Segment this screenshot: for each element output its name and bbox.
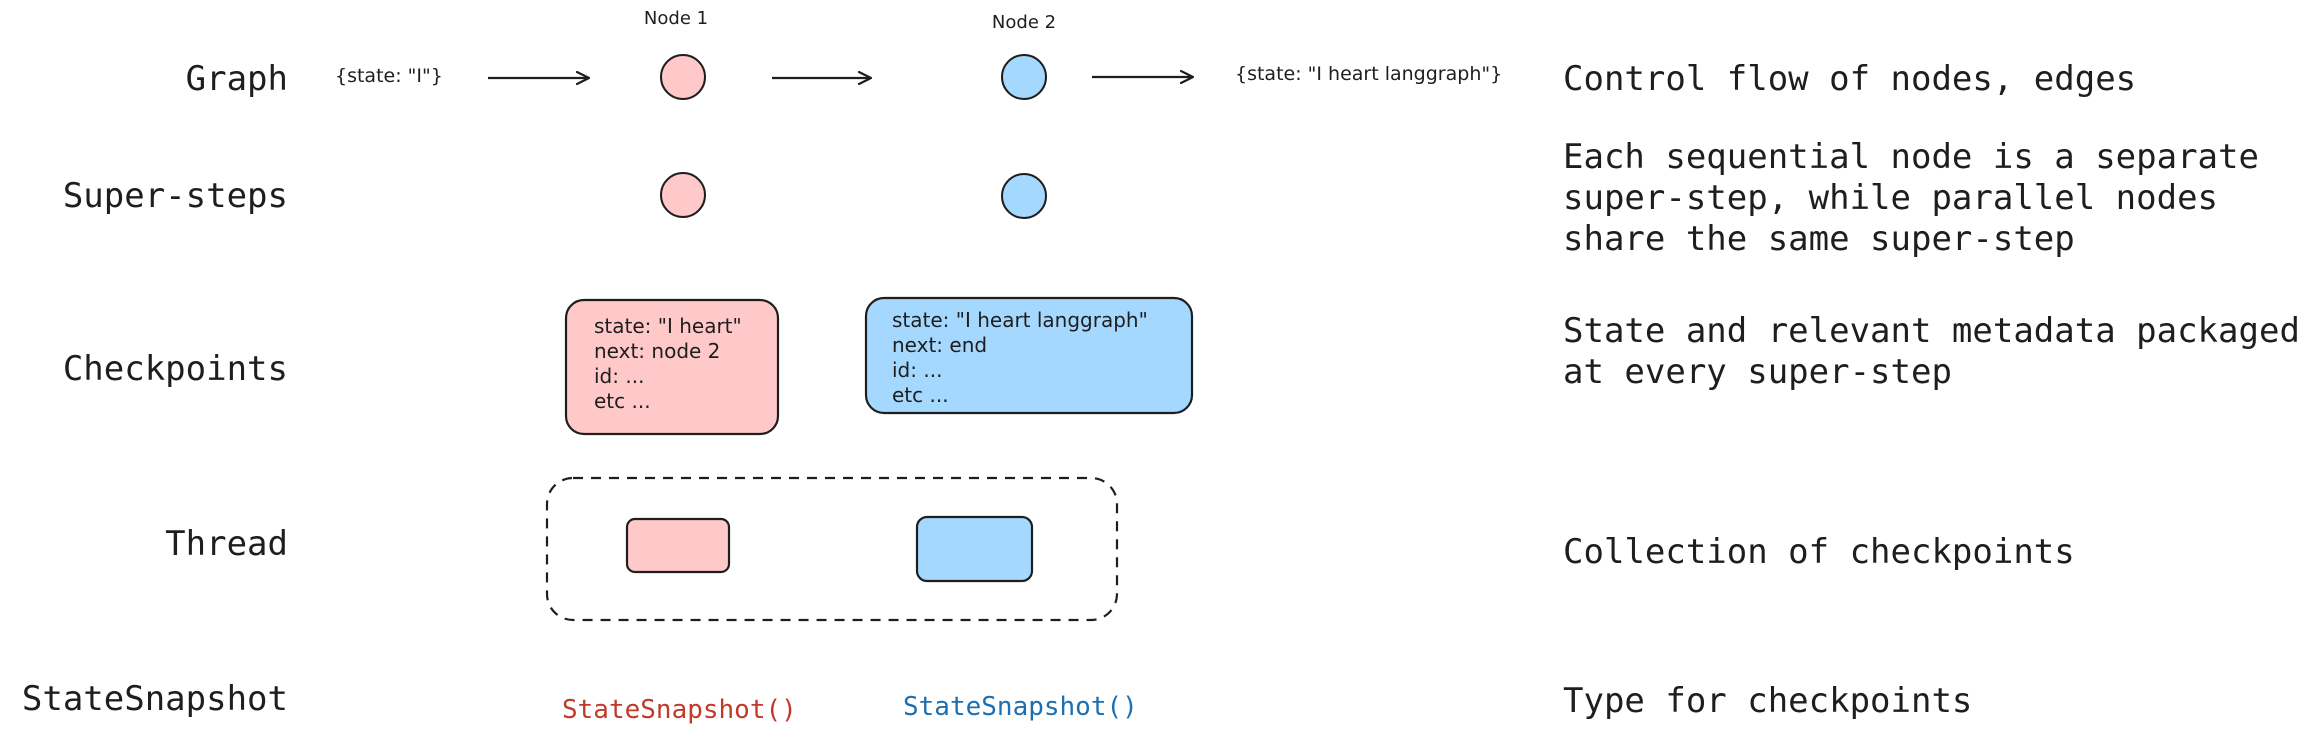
statesnapshot-call-1: StateSnapshot(): [562, 695, 797, 725]
superstep-node-2: [1001, 173, 1047, 219]
row-label-graph: Graph: [186, 59, 288, 99]
statesnapshot-call-2: StateSnapshot(): [903, 692, 1138, 722]
checkpoint-2-state: state: "I heart langgraph": [892, 308, 1148, 332]
checkpoint-1-next: next: node 2: [594, 339, 720, 363]
graph-node-1: [660, 54, 706, 100]
thread-container: [545, 476, 1119, 622]
checkpoint-2-id: id: ...: [892, 358, 942, 382]
row-label-statesnapshot: StateSnapshot: [22, 679, 288, 719]
checkpoint-2-next: next: end: [892, 333, 987, 357]
desc-supersteps-line1: Each sequential node is a separate: [1563, 137, 2259, 177]
node2-label: Node 2: [992, 12, 1056, 33]
graph-node-2: [1001, 54, 1047, 100]
desc-graph: Control flow of nodes, edges: [1563, 59, 2136, 99]
desc-supersteps-line3: share the same super-step: [1563, 219, 2075, 259]
graph-output-state: {state: "I heart langgraph"}: [1235, 63, 1502, 85]
desc-checkpoints-line1: State and relevant metadata packaged: [1563, 311, 2300, 351]
checkpoint-1-box: [564, 298, 780, 436]
superstep-node-1: [660, 172, 706, 218]
checkpoint-2: state: "I heart langgraph" next: end id:…: [864, 296, 1194, 415]
checkpoint-1: state: "I heart" next: node 2 id: ... et…: [564, 298, 780, 436]
checkpoint-2-etc: etc ...: [892, 383, 949, 407]
checkpoint-1-etc: etc ...: [594, 389, 651, 413]
thread-checkpoint-2: [915, 515, 1034, 583]
graph-input-state: {state: "I"}: [335, 65, 443, 87]
row-label-supersteps: Super-steps: [63, 176, 288, 216]
thread-checkpoint-1: [625, 517, 731, 574]
desc-thread: Collection of checkpoints: [1563, 532, 2075, 572]
checkpoint-1-id: id: ...: [594, 364, 644, 388]
row-label-thread: Thread: [165, 524, 288, 564]
desc-checkpoints-line2: at every super-step: [1563, 352, 1952, 392]
row-label-checkpoints: Checkpoints: [63, 349, 288, 389]
checkpoint-1-state: state: "I heart": [594, 314, 742, 338]
desc-supersteps-line2: super-step, while parallel nodes: [1563, 178, 2218, 218]
checkpoint-2-box: [864, 296, 1194, 415]
node1-label: Node 1: [644, 8, 708, 29]
desc-statesnapshot: Type for checkpoints: [1563, 681, 1972, 721]
